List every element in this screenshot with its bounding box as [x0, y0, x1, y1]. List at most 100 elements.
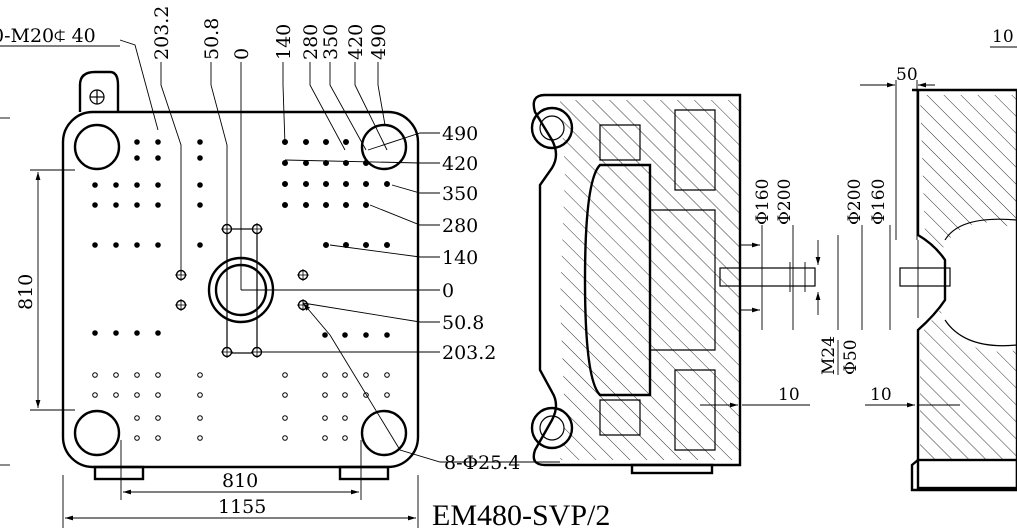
mounting-hole: [92, 372, 98, 378]
tiebar-top-right: [360, 123, 408, 171]
mounting-hole-matrix: [92, 139, 390, 441]
thread-note: 0-M20⍧ 40: [0, 25, 96, 47]
tiebar-top-left: [73, 123, 121, 171]
section-view-left: [530, 93, 816, 475]
mounting-hole: [282, 392, 288, 398]
mounting-hole: [92, 392, 98, 398]
mounting-hole: [282, 435, 288, 441]
model-title: EM480-SVP/2: [432, 499, 610, 528]
mounting-hole: [92, 202, 98, 208]
mounting-hole: [113, 392, 119, 398]
mounting-hole: [384, 392, 390, 398]
mounting-hole: [322, 435, 328, 441]
width-dim-1155: 1155: [218, 496, 266, 518]
right-dim-350: 350: [442, 183, 478, 205]
mounting-hole: [92, 182, 98, 188]
right-dim-420: 420: [442, 153, 478, 175]
mounting-hole: [343, 202, 349, 208]
mounting-hole: [134, 435, 140, 441]
mounting-hole: [323, 242, 329, 248]
mounting-hole: [282, 372, 288, 378]
top-dim-490: 490: [368, 24, 390, 60]
mounting-hole: [155, 242, 161, 248]
center-holes: [175, 223, 309, 358]
platen-cavity: [583, 163, 652, 397]
mounting-hole: [134, 182, 140, 188]
section-dimensions: [700, 80, 960, 408]
mounting-hole: [155, 415, 161, 421]
mounting-hole: [342, 332, 348, 338]
dim-50: 50: [896, 65, 918, 85]
top-dim-50-8: 50.8: [201, 18, 223, 60]
right-platen-hatch: [920, 95, 1017, 255]
mounting-hole: [363, 242, 369, 248]
mounting-hole: [282, 202, 288, 208]
mounting-hole: [322, 332, 328, 338]
mounting-hole: [155, 435, 161, 441]
dim-10-left: 10: [778, 385, 800, 405]
mounting-hole: [343, 139, 349, 145]
tiebar-section-top: [530, 106, 574, 150]
mounting-hole: [92, 242, 98, 248]
top-dim-0: 0: [231, 48, 253, 60]
right-dim-50-8: 50.8: [442, 312, 484, 334]
mounting-hole: [342, 392, 348, 398]
mounting-hole: [323, 139, 329, 145]
top-dim-140: 140: [273, 24, 295, 60]
dim-phi160-left: Φ160: [753, 179, 773, 225]
mounting-hole: [197, 242, 203, 248]
top-dim-203-2: 203.2: [151, 6, 173, 60]
mounting-hole: [155, 182, 161, 188]
mounting-hole: [343, 181, 349, 187]
dim-10-right: 10: [870, 385, 892, 405]
mounting-hole: [134, 155, 140, 161]
mounting-hole: [134, 242, 140, 248]
dim-10-top: 10: [992, 27, 1014, 47]
mounting-hole: [197, 202, 203, 208]
mounting-hole: [197, 435, 203, 441]
top-dim-420: 420: [345, 24, 367, 60]
mounting-hole: [134, 372, 140, 378]
nozzle-insert: [899, 267, 951, 287]
mounting-hole: [134, 139, 140, 145]
mounting-hole: [342, 415, 348, 421]
mounting-hole: [363, 372, 369, 378]
right-dim-140: 140: [442, 247, 478, 269]
mounting-hole: [303, 160, 309, 166]
mounting-hole: [282, 181, 288, 187]
mounting-hole: [303, 139, 309, 145]
mounting-hole: [384, 372, 390, 378]
top-dim-350: 350: [320, 24, 342, 60]
right-dim-280: 280: [442, 215, 478, 237]
width-dim-810: 810: [222, 470, 258, 492]
height-dim-810: 810: [15, 274, 37, 310]
center-pattern-frame: [226, 228, 258, 354]
mounting-hole: [197, 182, 203, 188]
mounting-hole: [322, 372, 328, 378]
mounting-hole: [322, 392, 328, 398]
mounting-hole: [113, 182, 119, 188]
mounting-hole: [363, 160, 369, 166]
tiebar-bottom-right: [360, 409, 408, 457]
tiebar-section-bottom: [530, 406, 574, 450]
mounting-hole: [384, 242, 390, 248]
dim-m24: M24: [819, 336, 839, 375]
mounting-hole: [363, 181, 369, 187]
mounting-hole: [342, 435, 348, 441]
mounting-hole: [323, 202, 329, 208]
tiebar-bottom-left: [73, 409, 121, 457]
mounting-hole: [322, 415, 328, 421]
mounting-hole: [155, 202, 161, 208]
top-dim-280: 280: [300, 24, 322, 60]
right-dimension-leaders: [241, 132, 560, 463]
mounting-hole: [197, 415, 203, 421]
mounting-hole: [113, 202, 119, 208]
mounting-hole: [197, 392, 203, 398]
dim-phi200-right: Φ200: [845, 179, 865, 225]
platen-foot-right: [338, 465, 390, 481]
mounting-hole: [282, 415, 288, 421]
mounting-hole: [323, 181, 329, 187]
right-dim-203-2: 203.2: [442, 342, 496, 364]
mounting-hole: [155, 372, 161, 378]
